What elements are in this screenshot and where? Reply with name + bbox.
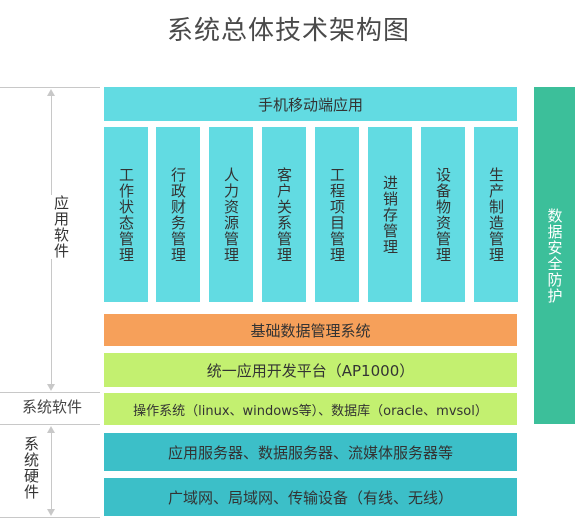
diagram-title: 系统总体技术架构图 xyxy=(166,16,410,46)
module-crm: 客户关系管理 xyxy=(262,127,306,302)
layer-network: 广域网、局域网、传输设备（有线、无线） xyxy=(104,478,517,516)
arrow-up-icon xyxy=(47,89,55,96)
layer-servers: 应用服务器、数据服务器、流媒体服务器等 xyxy=(104,433,517,471)
arrow-up-icon xyxy=(47,426,55,433)
arrow-down-icon xyxy=(47,509,55,516)
hw-span-line xyxy=(51,432,52,510)
module-work-status: 工作状态管理 xyxy=(104,127,148,302)
divider-top xyxy=(0,87,100,88)
layer-base-data: 基础数据管理系统 xyxy=(104,314,517,346)
module-production: 生产制造管理 xyxy=(474,127,518,302)
layer-mobile-app: 手机移动端应用 xyxy=(104,87,517,121)
arrow-down-icon xyxy=(47,384,55,391)
layer-platform: 统一应用开发平台（AP1000） xyxy=(104,353,517,387)
label-sys-software: 系统软件 xyxy=(10,398,94,417)
label-sys-hardware: 系统硬件 xyxy=(20,436,42,505)
module-admin-finance: 行政财务管理 xyxy=(156,127,200,302)
module-hr: 人力资源管理 xyxy=(209,127,253,302)
module-project: 工程项目管理 xyxy=(315,127,359,302)
data-security-column: 数据安全防护 xyxy=(534,87,575,424)
label-app-software: 应用软件 xyxy=(30,195,70,259)
divider-sys-hw xyxy=(0,424,100,425)
divider-bottom xyxy=(0,517,100,518)
layer-os-db: 操作系统（linux、windows等）、数据库（oracle、mvsol） xyxy=(104,393,517,425)
divider-app-sys xyxy=(0,392,100,393)
module-inventory: 进销存管理 xyxy=(368,127,412,302)
module-equipment: 设备物资管理 xyxy=(421,127,465,302)
